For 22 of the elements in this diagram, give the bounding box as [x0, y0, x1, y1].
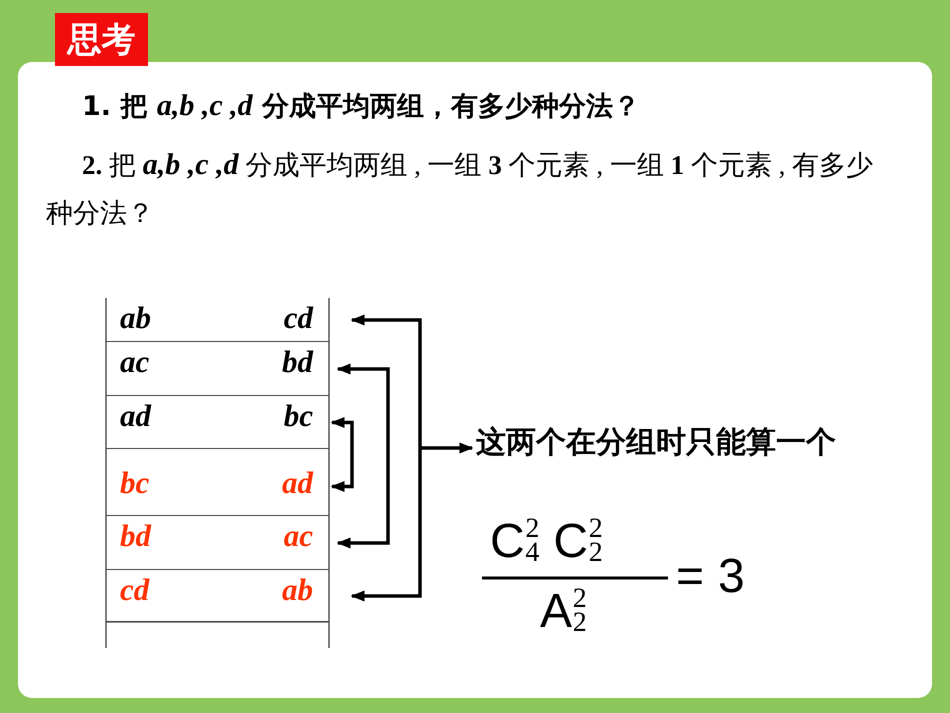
title-badge: 思考	[55, 13, 148, 66]
note-text: 这两个在分组时只能算一个	[476, 422, 921, 463]
letter-pair: ac	[120, 344, 150, 380]
arrow	[330, 416, 354, 492]
letter-pair: bd	[120, 518, 151, 554]
letter-pair: bd	[282, 344, 313, 380]
arrow	[420, 442, 474, 454]
letter-pair: cd	[284, 300, 313, 336]
equals-sign: =	[676, 552, 704, 602]
letter-pair: ad	[120, 398, 151, 434]
question-text: 1. 把 a,b ,c ,d 分成平均两组，有多少种分法？	[82, 88, 640, 124]
letter-pair: ac	[284, 518, 313, 554]
arrow	[336, 363, 390, 549]
letter-pair: ab	[282, 572, 313, 608]
letter-pair: bc	[120, 465, 150, 501]
arrow	[350, 314, 422, 602]
formula-result: 3	[718, 552, 745, 602]
letter-pair: cd	[120, 572, 150, 608]
letter-pair: ab	[120, 300, 151, 336]
letter-pair: ad	[282, 465, 313, 501]
question-text: 2. 把 a,b ,c ,d 分成平均两组 , 一组 3 个元素 , 一组 1 个元素 , 有多少种分法？	[46, 147, 874, 230]
letter-pair: bc	[284, 398, 313, 434]
